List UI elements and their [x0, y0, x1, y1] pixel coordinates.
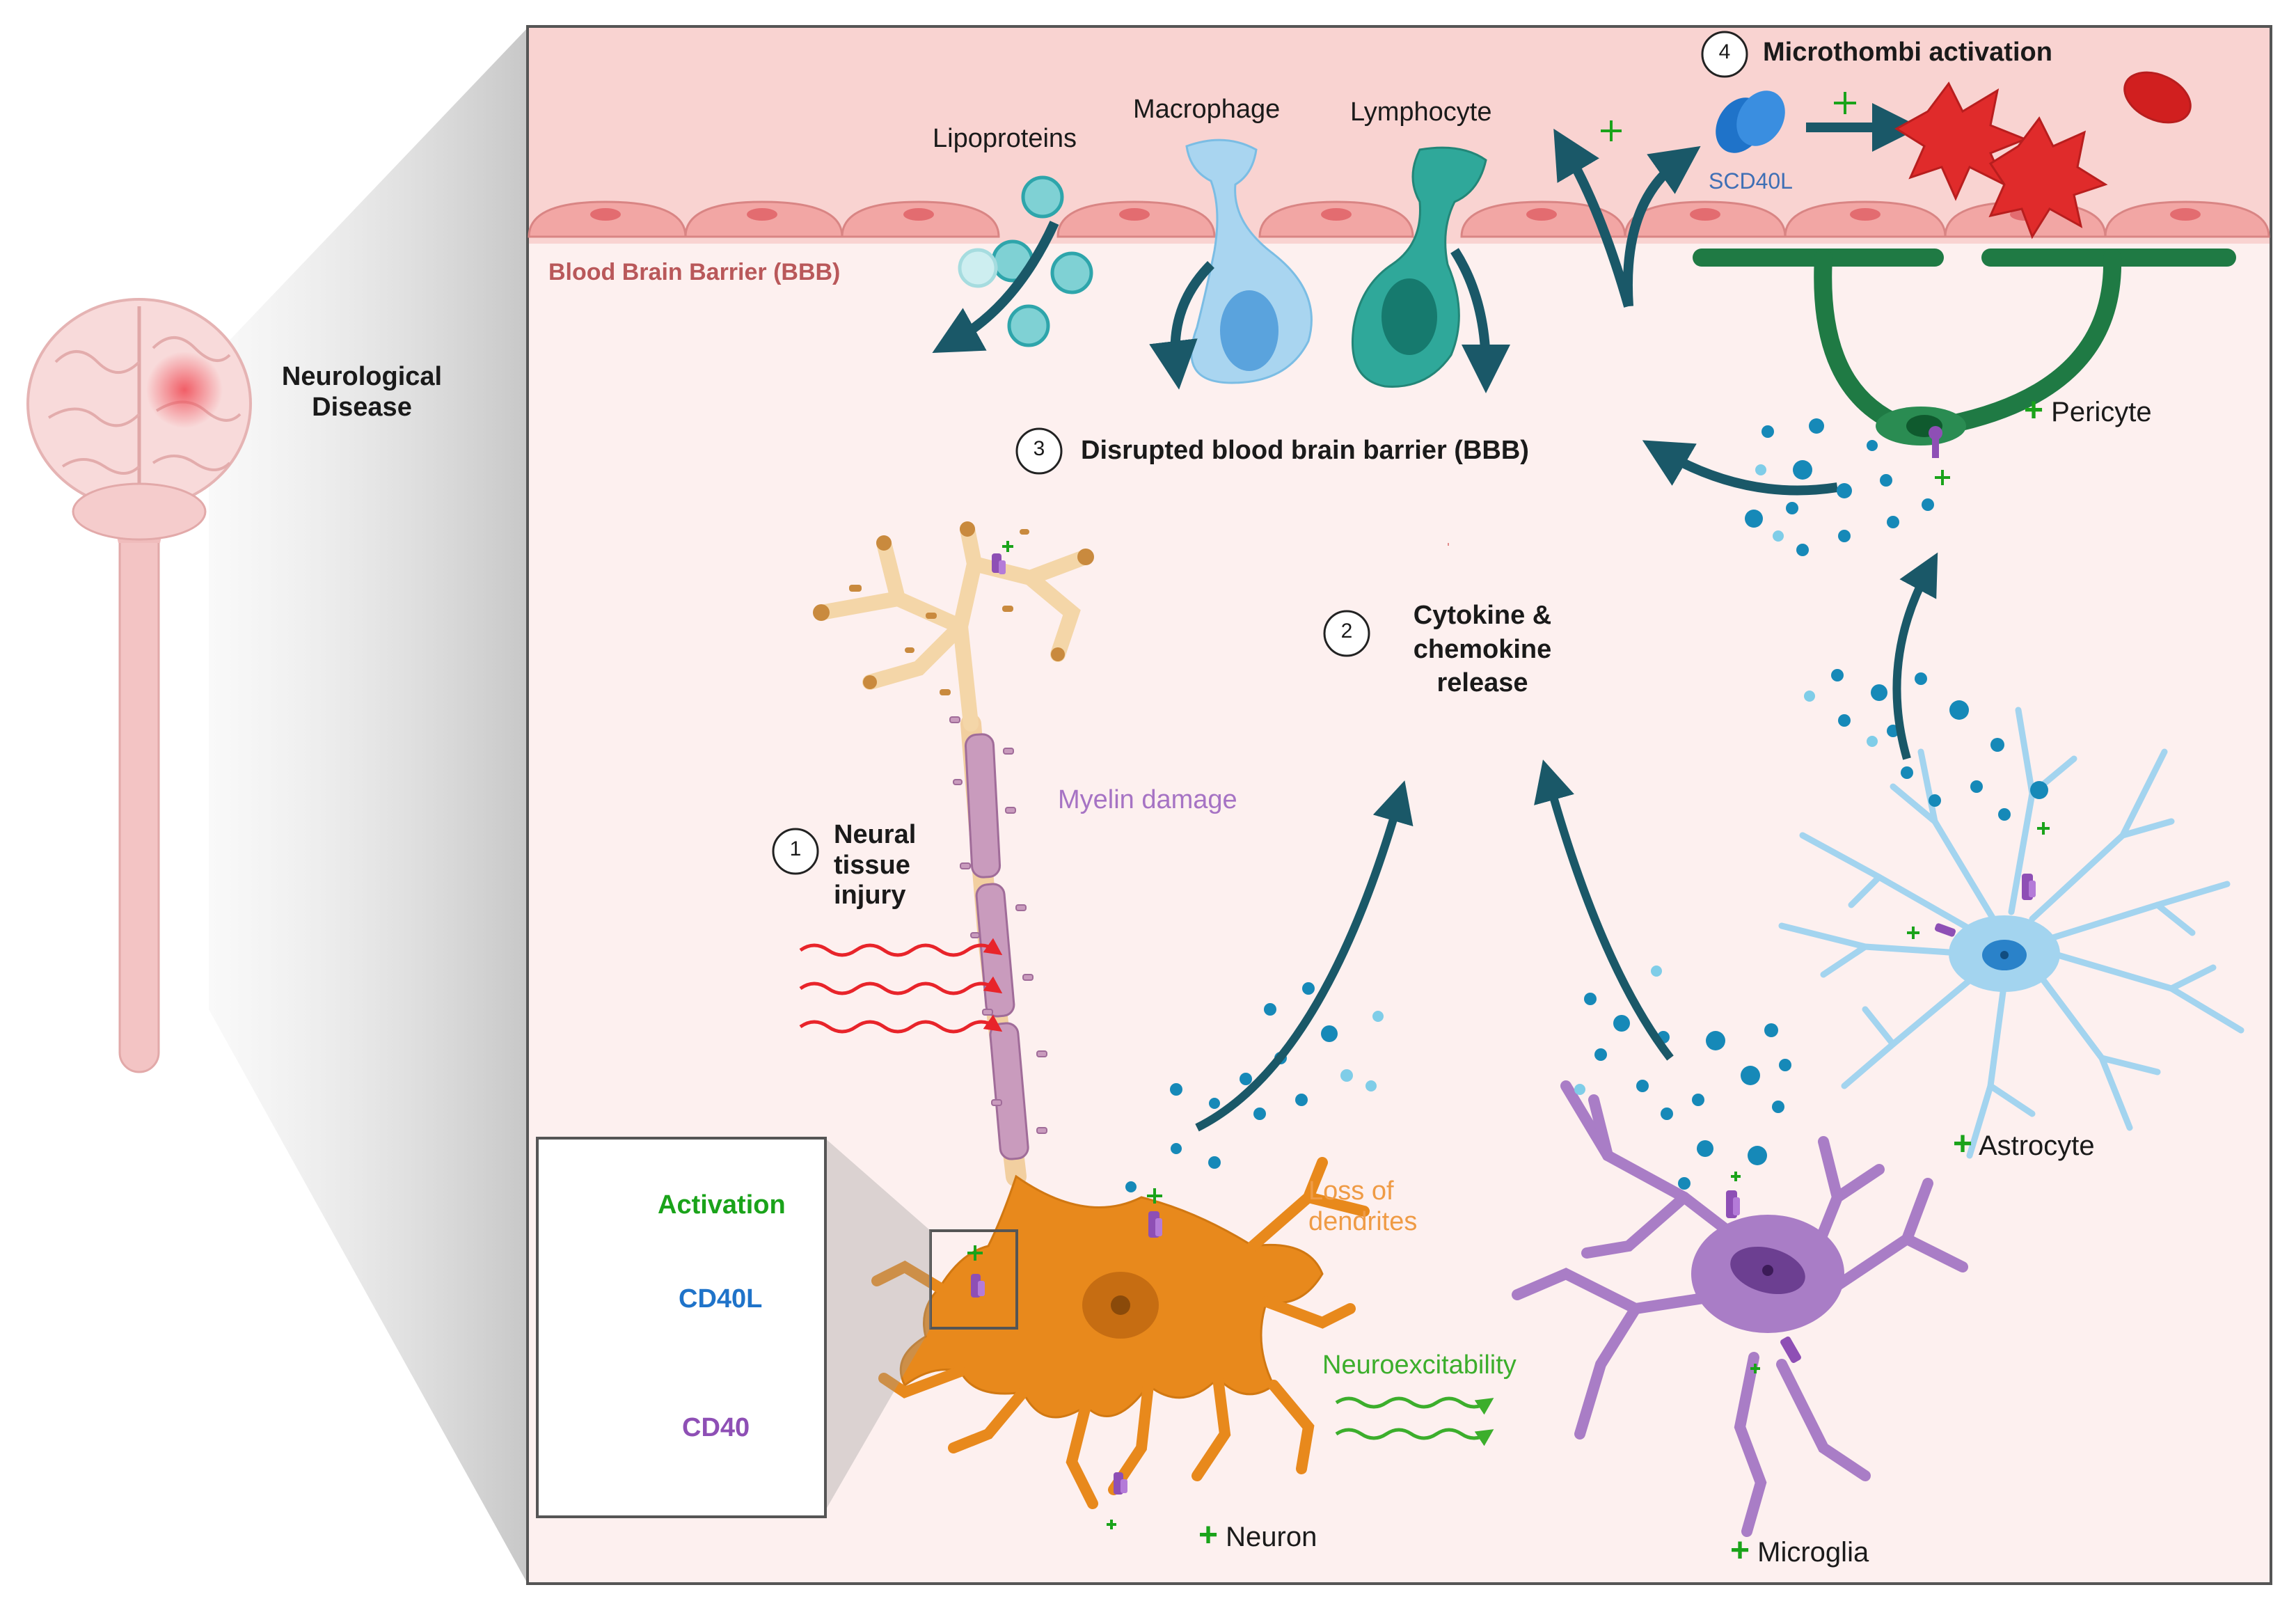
scd40l-icon: [1716, 90, 1785, 153]
lipoproteins-label: Lipoproteins: [933, 124, 1077, 153]
step-number-2: 2: [1340, 620, 1353, 643]
astrocyte-nucleolus: [2000, 951, 2009, 959]
microglia-label: + Microglia: [1730, 1531, 1869, 1570]
legend-cd40l-label: CD40L: [679, 1284, 763, 1314]
neuron-dendrite-debris: [813, 521, 1094, 695]
legend-zoom-wedge: [823, 1137, 931, 1514]
step-3-text: Disrupted blood brain barrier (BBB): [1081, 436, 1529, 465]
pericyte-cd40-receptor: [1929, 426, 1942, 458]
loss-of-dendrites-label: Loss of dendrites: [1308, 1176, 1418, 1236]
step-number-3: 3: [1033, 437, 1045, 460]
scd40l-arrow-up-left: [1553, 128, 1633, 308]
macrophage-arrow: [1149, 261, 1214, 390]
pericyte-cytokines: [1745, 418, 1934, 556]
legend-activation-label: Activation: [658, 1190, 786, 1220]
astrocyte-cd40-receptors: [1934, 874, 2036, 937]
neuron-zoom-box: [929, 1229, 1018, 1330]
microglia-label-text: Microglia: [1757, 1537, 1869, 1568]
step-number-4: 4: [1718, 40, 1731, 63]
macrophage-label: Macrophage: [1133, 95, 1281, 124]
myelin-damage-label: Myelin damage: [1058, 785, 1237, 814]
step-number-circles: [772, 31, 1748, 875]
injury-waves: [799, 938, 1003, 1034]
neuron-to-cytokine-arrow: [1195, 780, 1414, 1132]
neuron-activation-icon: +: [1198, 1517, 1219, 1554]
step-2-text: Cytokine & chemokine release: [1413, 601, 1552, 698]
legend-box: [536, 1137, 827, 1518]
astrocyte-label-text: Astrocyte: [1978, 1130, 2095, 1161]
step-4-text: Microthombi activation: [1763, 38, 2052, 67]
step-number-1: 1: [789, 837, 802, 860]
astrocyte-to-pericyte-arrow: [1892, 552, 1938, 760]
macrophage-cell: [1185, 139, 1313, 384]
astrocyte-activation-icon: +: [1953, 1126, 1973, 1162]
brain-icon: [26, 298, 252, 1073]
astrocyte-label: + Astrocyte: [1953, 1125, 2095, 1163]
pericyte-cell: [1693, 249, 2236, 434]
activation-plus-marks: [967, 92, 2050, 1529]
astrocyte-cell: [1778, 707, 2244, 1159]
neuron-cd40-receptors: [971, 553, 1162, 1495]
neuron-dendrites-bottom: [871, 1157, 1370, 1509]
neuroexcitability-label: Neuroexcitability: [1322, 1350, 1517, 1380]
microglia-cytokines: [1574, 965, 1791, 1190]
neuron-label: + Neuron: [1198, 1516, 1317, 1554]
lipoprotein-arrow: [932, 221, 1059, 354]
bbb-label: Blood Brain Barrier (BBB): [548, 259, 841, 285]
microglia-activation-icon: +: [1730, 1532, 1750, 1569]
scd40l-label: SCD40L: [1709, 168, 1793, 194]
neuron-cytokines: [1125, 982, 1384, 1192]
neurological-disease-label: Neurological Disease: [281, 362, 443, 422]
lipoprotein-particles: [958, 175, 1093, 347]
lymphocyte-arrow: [1450, 248, 1510, 393]
zoom-wedge: [209, 28, 528, 1584]
lymphocyte-cell: [1352, 146, 1487, 388]
lymphocyte-label: Lymphocyte: [1350, 97, 1492, 127]
microglia-nucleolus: [1762, 1265, 1773, 1276]
pericyte-activation-icon: +: [2024, 392, 2044, 429]
neuron-label-text: Neuron: [1226, 1522, 1317, 1552]
pericyte-arrow: [1642, 440, 1839, 496]
myelin-fragments: [949, 716, 1047, 1134]
pericyte-label-text: Pericyte: [2051, 397, 2152, 427]
legend-cd40-label: CD40: [682, 1413, 750, 1442]
step-1-text: Neural tissue injury: [834, 820, 917, 911]
neuroexcitability-waves: [1335, 1396, 1494, 1447]
activated-platelets: [1894, 71, 2192, 239]
microglia-cd40-receptors: [1726, 1190, 1801, 1363]
pericyte-label: + Pericyte: [2024, 391, 2152, 429]
scd40l-arrow-up-right: [1622, 145, 1701, 307]
microglia-to-cytokine-arrow: [1534, 759, 1674, 1061]
endothelial-nuclei: [590, 208, 2201, 221]
